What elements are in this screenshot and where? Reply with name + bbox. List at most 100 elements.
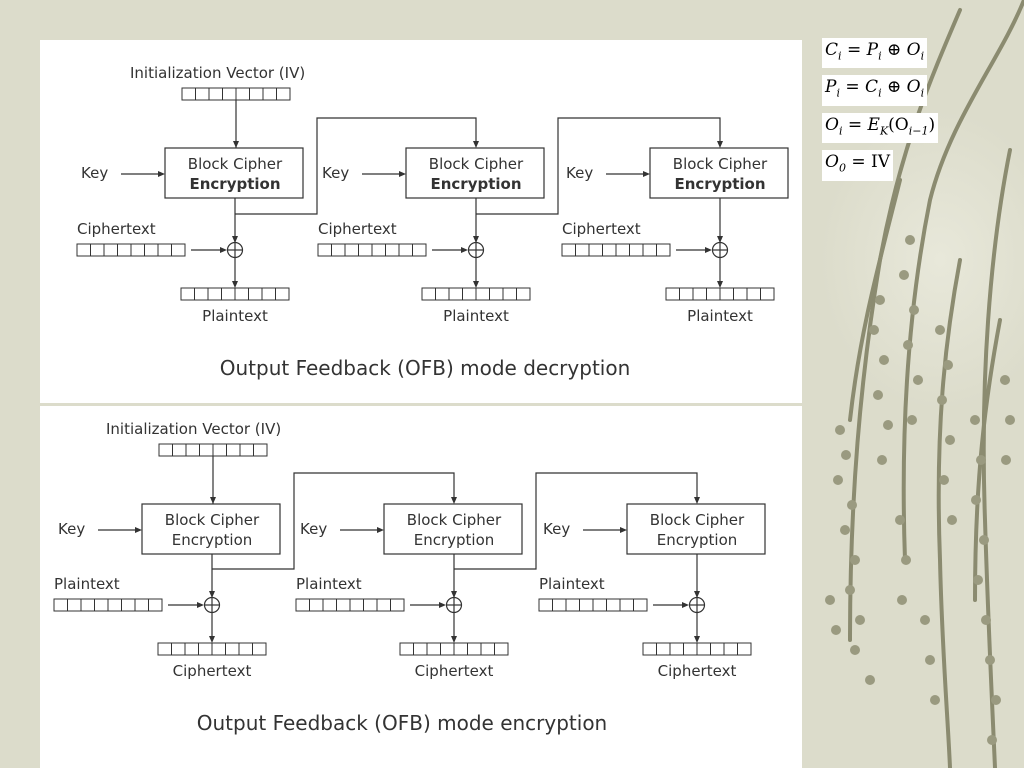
output-label: Plaintext (687, 307, 753, 325)
input-arrow (461, 247, 468, 253)
ofb-encryption-svg: Initialization Vector (IV) Block CipherEn… (53, 420, 766, 735)
key-label: Key (300, 520, 327, 538)
feedback-arrow (473, 141, 479, 148)
xor-operator (711, 241, 729, 259)
input-label: Ciphertext (318, 220, 397, 238)
keystream-arrow (232, 236, 238, 243)
input-register (53, 598, 163, 612)
keystream-arrow (473, 236, 479, 243)
feedback-line (454, 472, 698, 570)
key-arrow (643, 171, 650, 177)
input-arrow (439, 602, 446, 608)
iv-label: Initialization Vector (IV) (106, 420, 281, 438)
input-arrow (705, 247, 712, 253)
key-arrow (377, 527, 384, 533)
key-label: Key (81, 164, 108, 182)
block-cipher-box (626, 503, 766, 555)
block-cipher-label: Block Cipher (165, 511, 260, 529)
block-cipher-label: Block Cipher (673, 155, 768, 173)
xor-operator (688, 596, 706, 614)
xor-operator (445, 596, 463, 614)
input-label: Plaintext (54, 575, 120, 593)
input-label: Plaintext (296, 575, 362, 593)
output-arrow (451, 636, 457, 643)
output-label: Ciphertext (415, 662, 494, 680)
keystream-arrow (694, 591, 700, 598)
output-register (399, 642, 509, 656)
output-register (642, 642, 752, 656)
iv-register (158, 443, 268, 457)
output-register (421, 287, 531, 301)
iv-label: Initialization Vector (IV) (130, 64, 305, 82)
feedback-arrow (694, 497, 700, 504)
encryption-label: Encryption (657, 531, 738, 549)
formula-output: Oi = EK(Oi−1) (822, 112, 982, 150)
block-cipher-box (405, 147, 545, 199)
block-cipher-box (164, 147, 304, 199)
iv-arrow (233, 141, 239, 148)
input-register (295, 598, 405, 612)
input-register (538, 598, 648, 612)
stage-3: Block CipherEncryptionKeyPlaintextCipher… (538, 503, 766, 680)
output-arrow (232, 281, 238, 288)
block-cipher-label: Block Cipher (188, 155, 283, 173)
output-arrow (209, 636, 215, 643)
input-arrow (197, 602, 204, 608)
xor-operator (467, 241, 485, 259)
feedback-arrow (451, 497, 457, 504)
iv-arrow (210, 497, 216, 504)
ofb-decryption-svg: Initialization Vector (IV) Block CipherEn… (76, 64, 789, 380)
diagram-caption: Output Feedback (OFB) mode encryption (197, 711, 607, 735)
block-cipher-box (383, 503, 523, 555)
input-label: Plaintext (539, 575, 605, 593)
key-arrow (399, 171, 406, 177)
block-cipher-box (649, 147, 789, 199)
input-register (561, 243, 671, 257)
encryption-label: Encryption (189, 175, 280, 193)
formula-initial: O0 = IV (822, 150, 982, 187)
output-label: Plaintext (443, 307, 509, 325)
output-label: Ciphertext (658, 662, 737, 680)
stage-1: Block CipherEncryptionKeyCiphertextPlain… (76, 117, 479, 325)
encryption-label: Encryption (430, 175, 521, 193)
feedback-line (476, 117, 721, 215)
feedback-line (212, 472, 455, 570)
block-cipher-label: Block Cipher (650, 511, 745, 529)
output-arrow (717, 281, 723, 288)
keystream-arrow (209, 591, 215, 598)
output-register (665, 287, 775, 301)
input-label: Ciphertext (562, 220, 641, 238)
output-register (180, 287, 290, 301)
keystream-arrow (451, 591, 457, 598)
encryption-label: Encryption (172, 531, 253, 549)
iv-register (181, 87, 291, 101)
input-label: Ciphertext (77, 220, 156, 238)
block-cipher-label: Block Cipher (407, 511, 502, 529)
key-label: Key (566, 164, 593, 182)
output-arrow (473, 281, 479, 288)
output-register (157, 642, 267, 656)
xor-operator (226, 241, 244, 259)
keystream-arrow (717, 236, 723, 243)
key-arrow (620, 527, 627, 533)
key-label: Key (322, 164, 349, 182)
feedback-arrow (717, 141, 723, 148)
key-label: Key (58, 520, 85, 538)
input-arrow (682, 602, 689, 608)
input-register (317, 243, 427, 257)
feedback-line (235, 117, 477, 215)
xor-operator (203, 596, 221, 614)
block-cipher-label: Block Cipher (429, 155, 524, 173)
diagram-caption: Output Feedback (OFB) mode decryption (220, 356, 631, 380)
key-arrow (158, 171, 165, 177)
block-cipher-box (141, 503, 281, 555)
encryption-label: Encryption (674, 175, 765, 193)
encryption-label: Encryption (414, 531, 495, 549)
ofb-formulas: Ci = Pi ⊕ Oi Pi = Ci ⊕ Oi Oi = EK(Oi−1) … (822, 38, 982, 188)
key-arrow (135, 527, 142, 533)
